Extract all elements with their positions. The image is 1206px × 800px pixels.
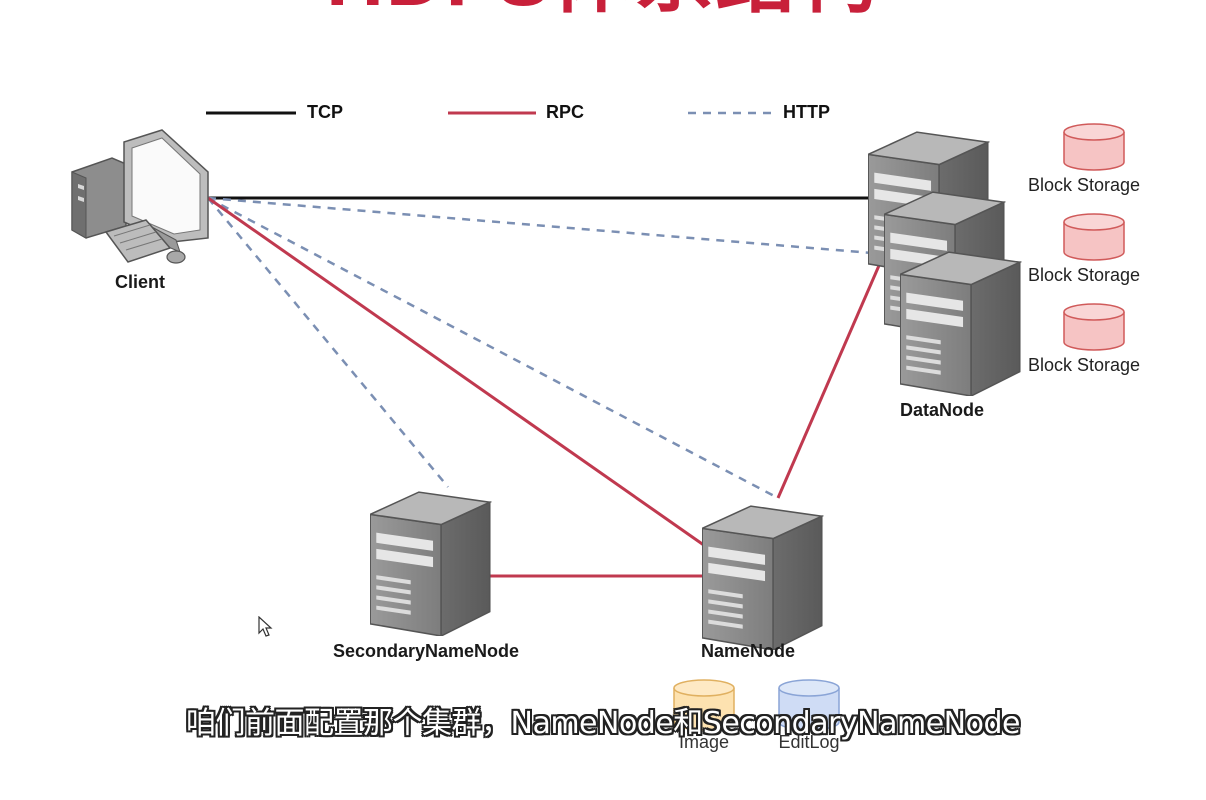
- image-label: Image: [678, 732, 730, 752]
- secondary-namenode-server-icon: [370, 491, 491, 636]
- block-storage-label-3: Block Storage: [1028, 355, 1141, 375]
- block-storage-label-2: Block Storage: [1028, 265, 1141, 285]
- mouse-pointer-icon: [258, 616, 273, 637]
- http-client-secondary-line: [207, 197, 449, 488]
- legend-tcp-label: TCP: [307, 102, 343, 122]
- secondary-namenode-label: SecondaryNameNode: [332, 641, 520, 661]
- block-storage-icon-3: [1063, 303, 1125, 351]
- editlog-label: EditLog: [778, 732, 840, 752]
- legend-rpc-label: RPC: [546, 102, 585, 122]
- client-label: Client: [114, 272, 165, 292]
- datanode-label: DataNode: [899, 400, 984, 420]
- rpc-namenode-datanode-line: [776, 253, 886, 499]
- http-client-namenode-line: [207, 196, 779, 500]
- client-computer-icon: [71, 129, 209, 264]
- video-subtitle: 咱们前面配置那个集群，NameNode和SecondaryNameNode: [186, 706, 1020, 741]
- namenode-server-icon: [702, 505, 823, 650]
- legend-http-label: HTTP: [783, 102, 830, 122]
- datanode-server-icon-3: [900, 251, 1021, 396]
- diagram-title: HDFS体系结构: [0, 0, 1206, 18]
- editlog-database-icon: [778, 679, 840, 731]
- namenode-label: NameNode: [700, 641, 796, 661]
- image-database-icon: [673, 679, 735, 731]
- block-storage-icon-1: [1063, 123, 1125, 171]
- rpc-client-namenode-line: [207, 196, 709, 550]
- block-storage-label-1: Block Storage: [1028, 175, 1141, 195]
- block-storage-icon-2: [1063, 213, 1125, 261]
- http-client-datanode-line: [207, 196, 885, 256]
